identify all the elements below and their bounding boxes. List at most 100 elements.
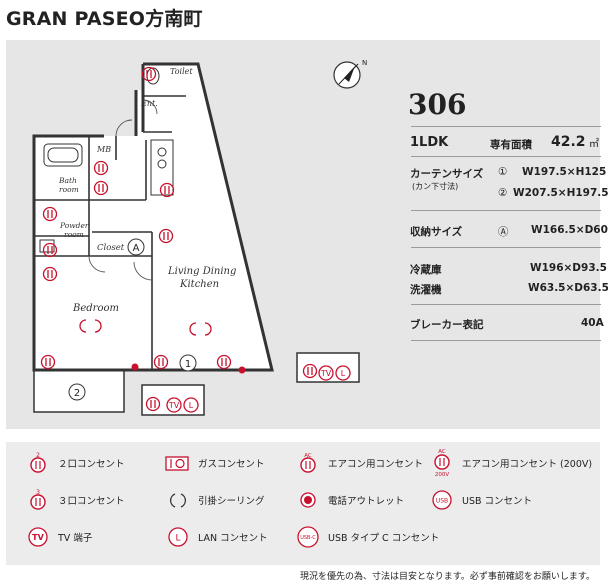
ceiling-hook-icon: [79, 319, 102, 333]
storage-value: W166.5×D60: [531, 224, 608, 236]
room-label-ldk-1: Living Dining: [167, 266, 236, 277]
plan-floor: [33, 64, 360, 416]
area-unit: ㎡: [589, 139, 599, 150]
curtain-row-1-value: W197.5×H125: [522, 166, 607, 178]
outlet-icon: [93, 180, 109, 196]
legend-label: TV 端子: [58, 533, 93, 544]
legend-item: TV TV 端子: [24, 526, 92, 548]
svg-text:200V: 200V: [435, 472, 449, 478]
room-label-ldk-2: Kitchen: [179, 279, 219, 290]
outlet-icon: [216, 354, 232, 370]
tv-terminal-icon: TV: [166, 397, 182, 413]
divider: [411, 247, 601, 248]
room-label-entrance: Ent.: [140, 99, 158, 108]
washer-label: 洗濯機: [410, 284, 442, 296]
room-label-powder-2: room: [64, 230, 84, 239]
breaker-label: ブレーカー表記: [410, 319, 484, 331]
area-label: 専有面積: [490, 139, 532, 151]
legend-item: AC エアコン用コンセント: [294, 452, 423, 474]
plan-interior-walls: [34, 95, 186, 370]
outlet-3-icon: 3: [30, 489, 46, 510]
room-label-bath-2: room: [59, 185, 79, 194]
svg-text:A: A: [133, 243, 140, 254]
legend-item: L LAN コンセント: [164, 526, 268, 548]
footnote: 現況を優先の為、寸法は目安となります。必ず事前確認をお願いします。: [300, 572, 595, 582]
svg-text:1: 1: [185, 359, 191, 370]
outlet-icon: [42, 242, 58, 258]
legend-item: AC 200V エアコン用コンセント (200V): [428, 448, 592, 478]
curtain-label: カーテンサイズ: [410, 168, 484, 180]
usb-outlet-icon: USB: [432, 490, 452, 510]
divider: [411, 126, 601, 127]
north-compass-icon: N: [333, 59, 367, 89]
divider: [411, 304, 601, 305]
lan-outlet-icon: L: [168, 527, 188, 547]
fridge-value: W196×D93.5: [530, 262, 607, 274]
phone-outlet-icon: [131, 363, 139, 371]
legend-item: 引掛シーリング: [164, 489, 265, 511]
plan-phone-outlets: [131, 363, 246, 374]
storage-label: 収納サイズ: [410, 226, 463, 238]
plan-outlets: [40, 66, 318, 412]
legend-item: 3 ３口コンセント: [24, 489, 125, 511]
outlet-icon: [145, 396, 161, 412]
legend-label: USB タイプ C コンセント: [328, 533, 440, 544]
svg-text:USB: USB: [436, 498, 448, 505]
curtain-row-2-value: W207.5×H197.5: [513, 187, 608, 199]
closet-marker: A: [127, 238, 145, 256]
divider: [411, 156, 601, 157]
storage-mark: Ⓐ: [498, 226, 509, 238]
unit-number: 306: [408, 88, 467, 121]
window-marker-1: 1: [179, 354, 197, 372]
legend-label: エアコン用コンセント (200V): [462, 459, 593, 470]
svg-text:AC: AC: [438, 449, 446, 455]
layout-type: 1LDK: [410, 135, 449, 150]
legend-label: 電話アウトレット: [328, 496, 405, 507]
outlet-icon: [93, 160, 109, 176]
legend-label: エアコン用コンセント: [328, 459, 424, 470]
svg-text:USB-C: USB-C: [300, 535, 316, 541]
room-labels: Toilet Ent. MB Bath room Powder room Clo…: [58, 67, 236, 314]
curtain-sub-label: (カン下寸法): [412, 182, 459, 191]
room-label-closet: Closet: [97, 243, 125, 253]
room-label-mb: MB: [96, 145, 111, 154]
room-label-bath-1: Bath: [58, 176, 77, 185]
legend-label: ガスコンセント: [198, 459, 265, 470]
lan-outlet-icon: L: [335, 365, 351, 381]
area-value: 42.2: [551, 134, 586, 150]
svg-text:AC: AC: [304, 453, 312, 459]
legend-label: USB コンセント: [462, 496, 533, 507]
svg-text:TV: TV: [32, 533, 44, 542]
divider: [411, 210, 601, 211]
tv-lan-badges: TV L TV L: [166, 365, 351, 413]
svg-text:L: L: [175, 534, 180, 544]
svg-text:L: L: [341, 369, 346, 378]
legend-label: ３口コンセント: [58, 496, 125, 507]
curtain-row-2-mark: ②: [498, 187, 508, 199]
svg-text:L: L: [189, 401, 194, 410]
ceiling-hook-icon: [169, 493, 187, 508]
washer-value: W63.5×D63.5: [528, 282, 608, 294]
floor-plan-panel: Toilet Ent. MB Bath room Powder room Clo…: [6, 40, 608, 429]
legend-label: 引掛シーリング: [198, 496, 265, 507]
fridge-label: 冷蔵庫: [410, 264, 442, 276]
usb-c-outlet-icon: USB-C: [297, 526, 319, 548]
svg-text:2: 2: [74, 388, 80, 399]
plan-doors: [88, 99, 158, 281]
outlet-icon: [153, 354, 169, 370]
outlet-icon: [141, 66, 157, 82]
svg-text:N: N: [362, 59, 367, 67]
ceiling-hook-icon: [189, 322, 212, 336]
room-label-powder-1: Powder: [59, 221, 89, 230]
phone-outlet-icon: [300, 492, 316, 508]
outlet-icon: [42, 266, 58, 282]
legend-item: USB USB コンセント: [428, 489, 532, 511]
phone-outlet-icon: [238, 366, 246, 374]
outlet-2-icon: 2: [30, 452, 46, 473]
tv-terminal-icon: TV: [28, 527, 48, 547]
outlet-icon: [159, 182, 175, 198]
outlet-icon: [158, 228, 174, 244]
lan-outlet-icon: L: [183, 397, 199, 413]
outlet-icon: [42, 206, 58, 222]
